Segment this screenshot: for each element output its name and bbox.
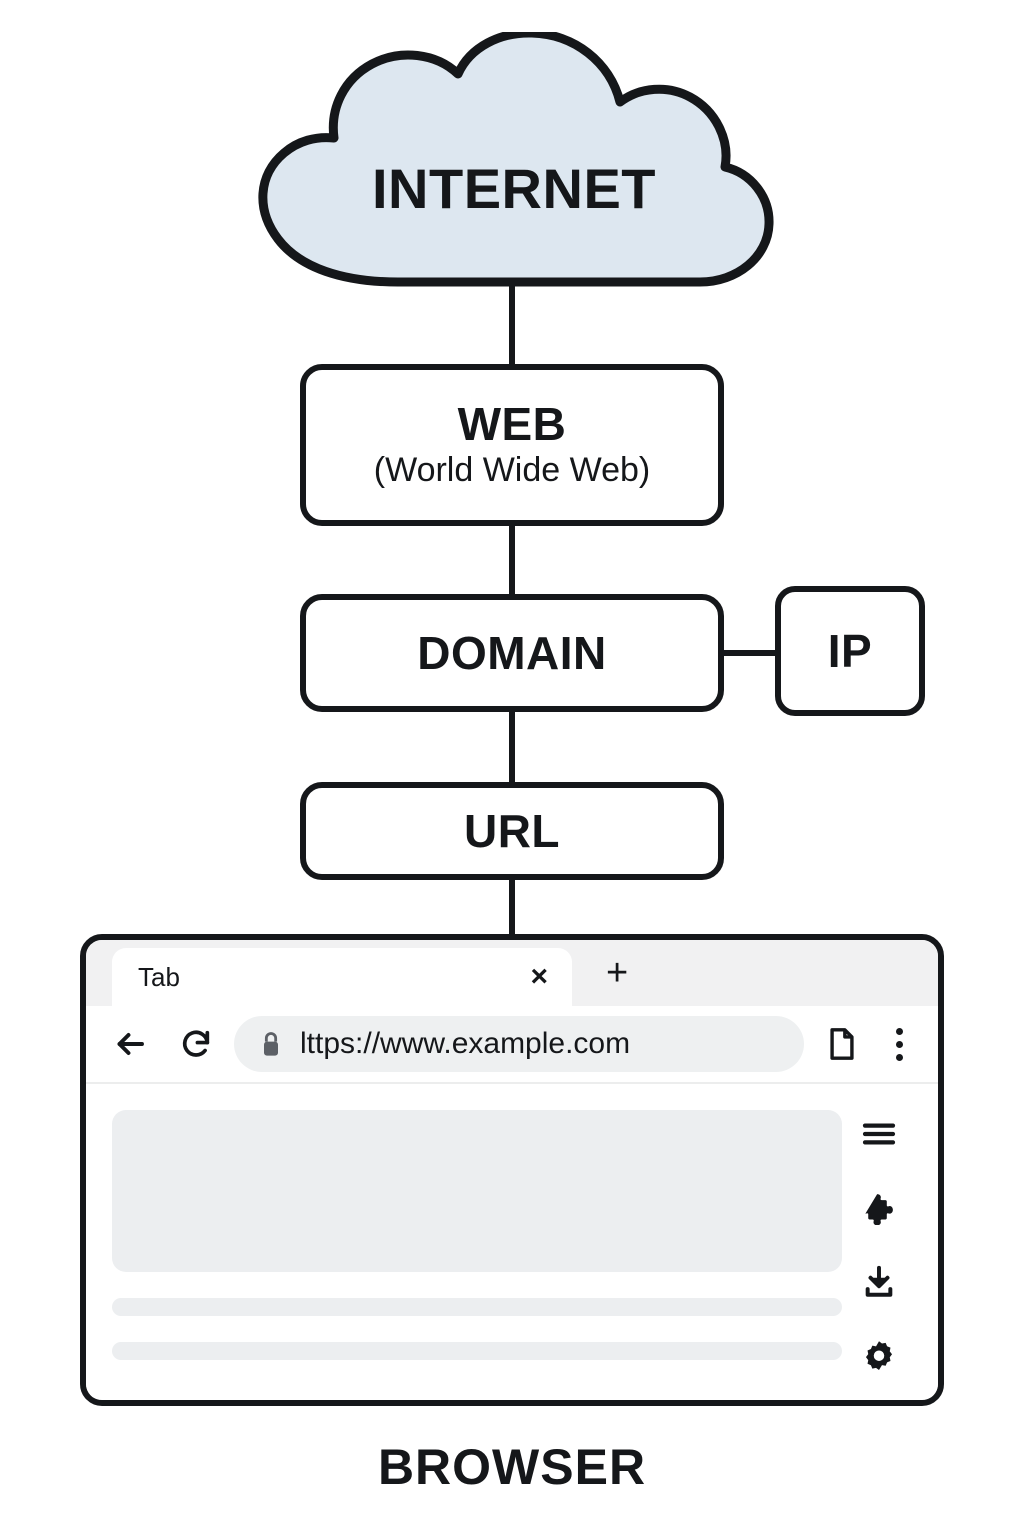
node-domain[interactable]: DOMAIN [300, 594, 724, 712]
node-domain-title: DOMAIN [417, 626, 607, 679]
page-content [112, 1110, 842, 1398]
browser-toolbar: lttps://www.example.com [86, 1006, 938, 1084]
gear-icon[interactable] [859, 1336, 899, 1376]
connector-internet-web [509, 280, 515, 372]
puzzle-piece-icon[interactable] [859, 1188, 899, 1228]
three-dot-menu-icon[interactable] [882, 1022, 916, 1066]
internet-label: INTERNET [372, 156, 656, 220]
browser-tab[interactable]: Tab × [112, 948, 572, 1006]
node-url-title: URL [463, 804, 561, 857]
node-web-subtitle: (World Wide Web) [373, 450, 651, 489]
url-text: lttps://www.example.com [300, 1027, 631, 1060]
cloud-shape [258, 32, 774, 287]
page-icon[interactable] [820, 1022, 864, 1066]
content-placeholder-block [112, 1110, 842, 1272]
page-viewport [86, 1084, 938, 1398]
tab-title: Tab [138, 961, 180, 992]
content-placeholder-bar [112, 1342, 842, 1360]
browser-caption: BROWSER [377, 1439, 647, 1495]
tab-strip: Tab × + [86, 940, 938, 1006]
lock-icon [258, 1030, 284, 1058]
back-arrow-icon[interactable] [108, 1022, 152, 1066]
connector-url-browser [509, 872, 515, 942]
node-web-title: WEB [457, 398, 567, 451]
close-icon[interactable]: × [530, 960, 548, 993]
hamburger-menu-icon[interactable] [859, 1114, 899, 1154]
connector-domain-url [509, 704, 515, 790]
connector-web-domain [509, 518, 515, 602]
download-icon[interactable] [859, 1262, 899, 1302]
node-ip[interactable]: IP [775, 586, 925, 716]
reload-icon[interactable] [174, 1022, 218, 1066]
content-placeholder-bar [112, 1298, 842, 1316]
address-bar[interactable]: lttps://www.example.com [234, 1016, 804, 1072]
connector-domain-ip [718, 650, 781, 656]
new-tab-icon[interactable]: + [606, 952, 629, 994]
node-web[interactable]: WEB (World Wide Web) [300, 364, 724, 526]
browser-window: Tab × + [80, 934, 944, 1406]
page-sidebar [842, 1110, 916, 1398]
node-ip-title: IP [827, 624, 873, 677]
node-url[interactable]: URL [300, 782, 724, 880]
internet-cloud: INTERNET [248, 32, 780, 290]
